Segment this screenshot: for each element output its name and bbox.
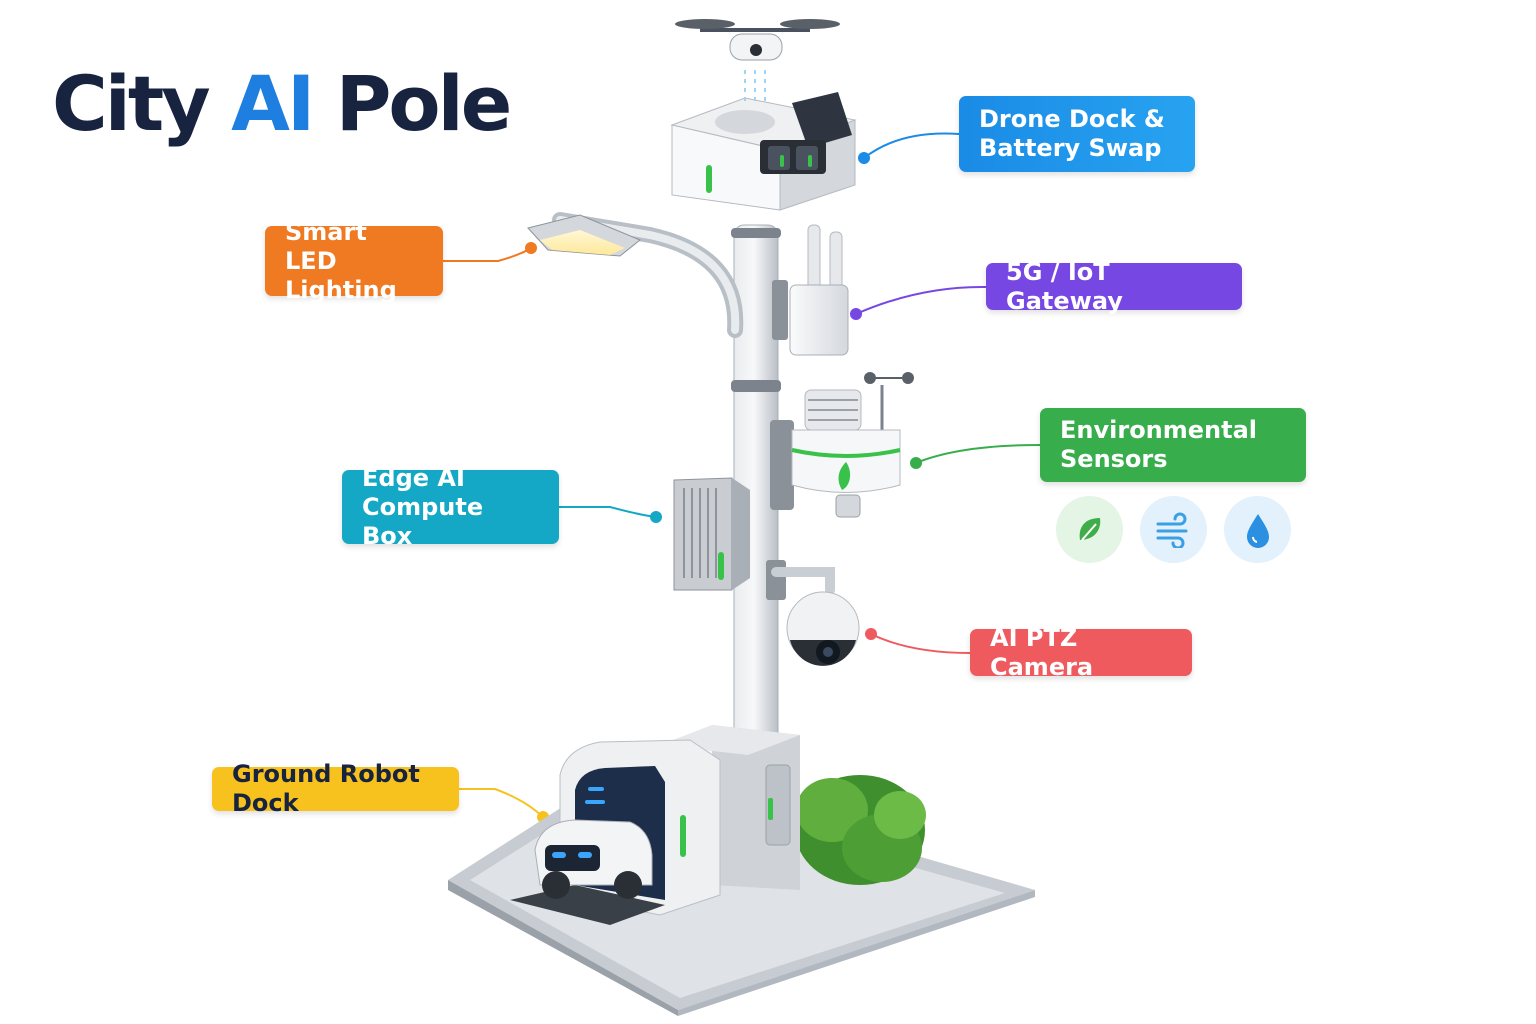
title-part-2: Pole: [312, 59, 513, 148]
connector-gateway: [855, 285, 987, 315]
connector-edge-ai: [559, 506, 657, 518]
edge-ai-box: [673, 477, 750, 591]
drone: [675, 19, 840, 105]
label-robot-dock-text: Ground Robot Dock: [232, 760, 420, 817]
drone-dock-box: [670, 92, 857, 211]
connector-smart-led: [443, 247, 532, 262]
connector-environmental: [915, 444, 1041, 464]
street-light: [527, 212, 744, 338]
label-ptz-camera-text: AI PTZ Camera: [990, 623, 1094, 681]
shrub: [795, 775, 926, 885]
ptz-camera-device: [766, 560, 860, 666]
label-ptz-camera: AI PTZ Camera: [970, 624, 1192, 681]
page-title: City AI Pole: [52, 59, 513, 148]
label-gateway: 5G / IoT Gateway: [986, 258, 1242, 315]
leaf-icon: [1056, 496, 1123, 563]
connector-drone-dock: [863, 132, 960, 159]
label-drone-dock: Drone Dock & Battery Swap: [959, 96, 1195, 172]
water-drop-icon: [1224, 496, 1291, 563]
title-part-1: City: [52, 59, 232, 148]
label-smart-led: Smart LED Lighting: [265, 218, 443, 304]
label-gateway-text: 5G / IoT Gateway: [1006, 257, 1123, 315]
connector-ptz-camera: [870, 633, 971, 654]
environmental-sensor-unit: [770, 372, 914, 518]
label-smart-led-text: Smart LED Lighting: [285, 217, 397, 304]
label-edge-ai: Edge AI Compute Box: [342, 464, 559, 550]
label-robot-dock: Ground Robot Dock: [212, 760, 459, 817]
connector-dots: [525, 152, 922, 823]
wind-icon: [1140, 496, 1207, 563]
connector-robot-dock: [459, 788, 544, 818]
label-drone-dock-text: Drone Dock & Battery Swap: [979, 105, 1165, 162]
label-environmental-text: Environmental Sensors: [1060, 416, 1258, 473]
label-edge-ai-text: Edge AI Compute Box: [362, 463, 484, 550]
label-environmental: Environmental Sensors: [1040, 408, 1306, 482]
connector-lines: [443, 132, 1041, 818]
title-accent: AI: [231, 59, 315, 148]
robot-vehicle: [534, 819, 653, 899]
gateway-device: [772, 224, 849, 356]
